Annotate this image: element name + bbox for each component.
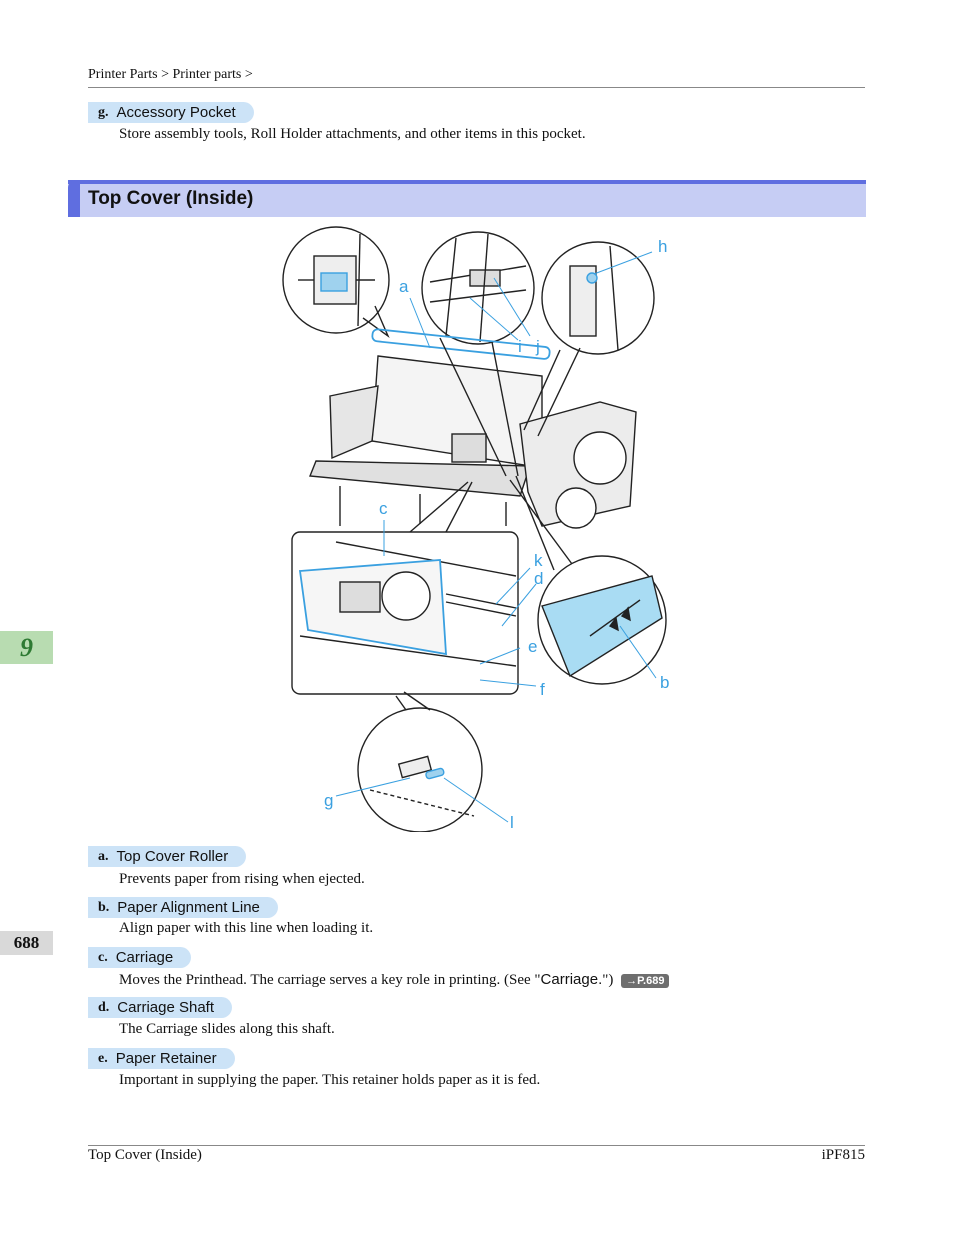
footer-section-name: Top Cover (Inside) [88, 1147, 202, 1163]
desc-text: ") [602, 972, 614, 988]
item-d-heading: d. Carriage Shaft [88, 997, 233, 1018]
item-letter: a. [98, 848, 109, 864]
item-c-description: Moves the Printhead. The carriage serves… [119, 971, 670, 989]
callout-h: h [658, 237, 667, 256]
callout-f: f [540, 680, 545, 699]
section-heading-bar [68, 180, 866, 217]
item-label: Accessory Pocket [116, 104, 236, 121]
item-letter: e. [98, 1050, 108, 1066]
page-number-tab: 688 [0, 931, 53, 955]
footer-model-name: iPF815 [821, 1147, 865, 1163]
callout-k: k [534, 551, 543, 570]
callout-g: g [324, 791, 333, 810]
carriage-link[interactable]: Carriage. [540, 971, 603, 988]
detail-circle-h [541, 241, 655, 355]
item-b-description: Align paper with this line when loading … [119, 920, 374, 936]
header-divider [88, 87, 865, 88]
callout-b: b [660, 673, 669, 692]
item-a-description: Prevents paper from rising when ejected. [119, 871, 365, 887]
item-d-description: The Carriage slides along this shaft. [119, 1021, 335, 1037]
footer-divider [88, 1145, 865, 1146]
callout-j: j [535, 337, 540, 356]
callout-i: i [518, 337, 522, 356]
page-ref-link[interactable]: →P.689 [621, 973, 670, 988]
item-b-heading: b. Paper Alignment Line [88, 897, 278, 918]
item-letter: g. [98, 104, 109, 120]
callout-c: c [379, 499, 388, 518]
item-letter: d. [98, 999, 110, 1015]
item-label: Paper Retainer [115, 1050, 217, 1067]
item-letter: b. [98, 899, 110, 915]
printer-diagram: a b c d e f g h i j k l [282, 226, 669, 832]
callout-e: e [528, 637, 537, 656]
item-label: Paper Alignment Line [117, 899, 260, 916]
item-letter: c. [98, 949, 108, 965]
section-heading-accent [68, 180, 80, 217]
item-e-description: Important in supplying the paper. This r… [119, 1072, 541, 1088]
detail-circle-ij [421, 231, 535, 345]
item-g-description: Store assembly tools, Roll Holder attach… [119, 126, 586, 142]
chapter-tab[interactable]: 9 [0, 631, 53, 664]
callout-a: a [399, 277, 409, 296]
breadcrumb[interactable]: Printer Parts > Printer parts > [88, 67, 253, 82]
callout-d: d [534, 569, 543, 588]
callout-l: l [510, 813, 514, 832]
item-label: Carriage Shaft [117, 999, 215, 1016]
item-a-heading: a. Top Cover Roller [88, 846, 247, 867]
section-title: Top Cover (Inside) [88, 188, 254, 209]
item-label: Top Cover Roller [116, 848, 229, 865]
item-c-heading: c. Carriage [88, 947, 192, 968]
item-label: Carriage [115, 949, 174, 966]
desc-text: Moves the Printhead. The carriage serves… [119, 972, 541, 988]
item-g-heading: g. Accessory Pocket [88, 102, 254, 123]
item-e-heading: e. Paper Retainer [88, 1048, 235, 1069]
